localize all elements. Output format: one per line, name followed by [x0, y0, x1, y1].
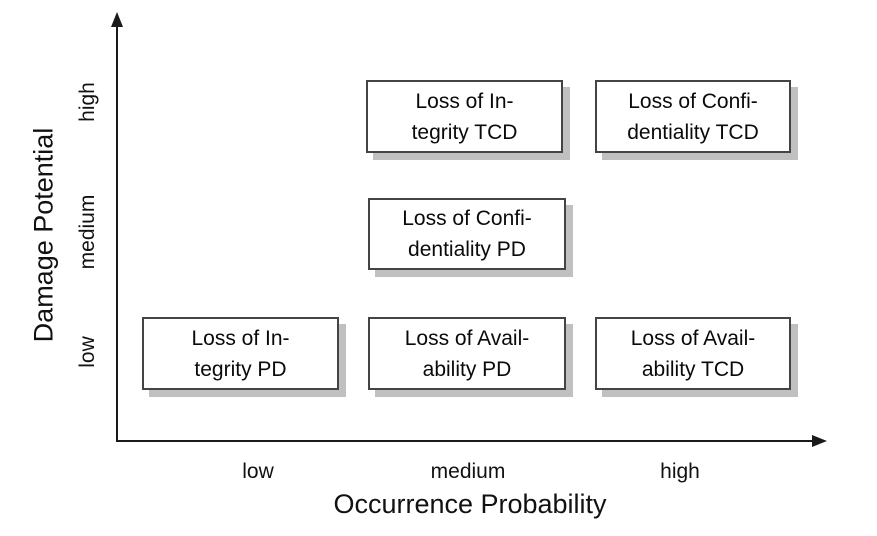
box-label-line: ability TCD	[641, 357, 745, 381]
box-loss-of-availability-pd: Loss of Avail- ability PD	[368, 317, 566, 390]
y-tick-medium: medium	[76, 194, 99, 270]
x-axis-title: Occurrence Probability	[333, 489, 607, 519]
y-axis-line	[116, 24, 118, 442]
x-tick-low: low	[242, 460, 274, 483]
box-label-line: dentiality PD	[408, 238, 526, 261]
box-loss-of-confidentiality-tcd: Loss of Confi- dentiality TCD	[595, 80, 791, 153]
box-label-line: tegrity PD	[194, 357, 287, 381]
box-label-line: Loss of Confi-	[628, 89, 758, 113]
box-label-line: Loss of Confi-	[402, 207, 532, 230]
box-label-line: dentiality TCD	[627, 120, 759, 144]
x-tick-medium: medium	[430, 460, 506, 483]
box-loss-of-confidentiality-pd: Loss of Confi- dentiality PD	[368, 198, 566, 270]
box-label-line: Loss of Avail-	[630, 326, 756, 350]
box-loss-of-availability-tcd: Loss of Avail- ability TCD	[595, 317, 791, 390]
box-loss-of-integrity-tcd: Loss of In- tegrity TCD	[366, 80, 563, 153]
x-axis-line	[116, 440, 816, 442]
y-tick-low: low	[76, 336, 99, 368]
box-label-line: Loss of In-	[191, 326, 290, 350]
y-axis-arrowhead-icon	[111, 12, 123, 27]
box-label-line: Loss of Avail-	[404, 326, 530, 350]
box-label-line: tegrity TCD	[411, 120, 518, 144]
box-label-line: ability PD	[422, 357, 512, 381]
y-axis-title: Damage Potential	[28, 127, 59, 343]
y-tick-high: high	[76, 82, 99, 122]
x-axis-arrowhead-icon	[812, 435, 827, 447]
x-tick-high: high	[660, 460, 700, 483]
box-loss-of-integrity-pd: Loss of In- tegrity PD	[142, 317, 339, 390]
box-label-line: Loss of In-	[415, 89, 514, 113]
